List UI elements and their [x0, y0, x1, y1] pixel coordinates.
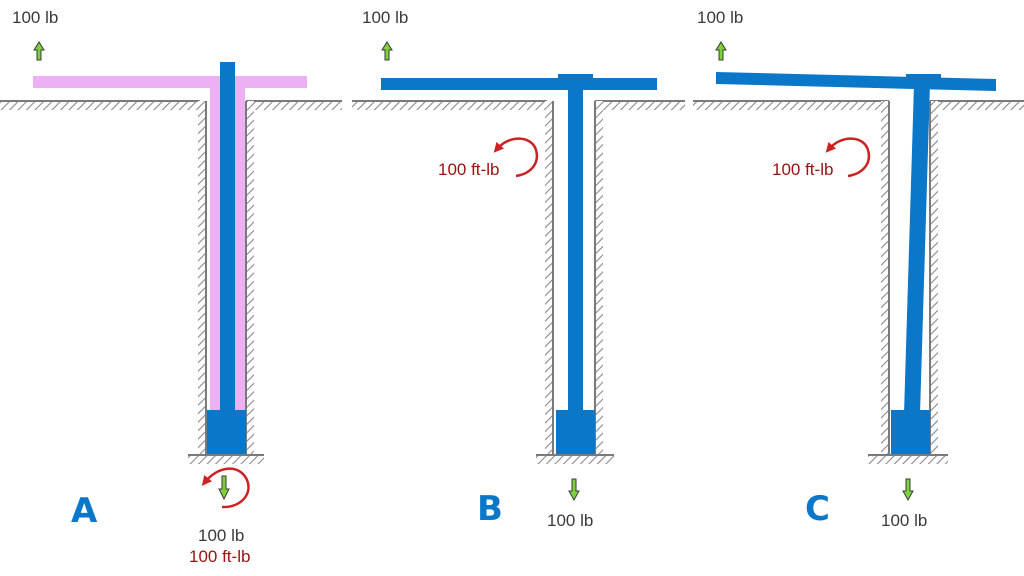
moment-label-c: 100 ft-lb — [772, 160, 833, 179]
moment-label-b: 100 ft-lb — [438, 160, 499, 179]
bottom-force-label-c: 100 lb — [881, 511, 927, 530]
moment-arrow-icon — [825, 137, 871, 178]
down-arrow-icon — [568, 478, 580, 502]
top-force-label-c: 100 lb — [697, 8, 743, 27]
post-a — [207, 62, 246, 454]
ground-c — [693, 100, 1024, 464]
panel-a: 100 lb A 100 lb 100 ft-lb — [0, 8, 342, 566]
panel-b: 100 lb 100 ft-lb B 100 lb — [352, 8, 685, 530]
panel-c: 100 lb 100 ft-lb C 100 lb — [693, 8, 1024, 530]
panel-letter-b: B — [477, 489, 503, 529]
post-c — [716, 72, 996, 454]
ground-b — [352, 100, 685, 464]
moment-arrow-icon — [493, 137, 539, 178]
moment-arrow-icon — [201, 467, 250, 509]
up-arrow-icon — [381, 41, 393, 61]
ground-a — [0, 100, 342, 464]
top-force-label-b: 100 lb — [362, 8, 408, 27]
up-arrow-icon — [33, 41, 45, 61]
bottom-force-label-b: 100 lb — [547, 511, 593, 530]
down-arrow-icon — [218, 475, 230, 501]
up-arrow-icon — [715, 41, 727, 61]
down-arrow-icon — [902, 478, 914, 502]
bottom-moment-label-a: 100 ft-lb — [189, 547, 250, 566]
ghost-post-a — [33, 76, 307, 412]
panel-letter-a: A — [71, 491, 98, 531]
panel-letter-c: C — [805, 489, 830, 529]
top-force-label-a: 100 lb — [12, 8, 58, 27]
bottom-force-label-a: 100 lb — [198, 526, 244, 545]
post-b — [381, 74, 657, 454]
